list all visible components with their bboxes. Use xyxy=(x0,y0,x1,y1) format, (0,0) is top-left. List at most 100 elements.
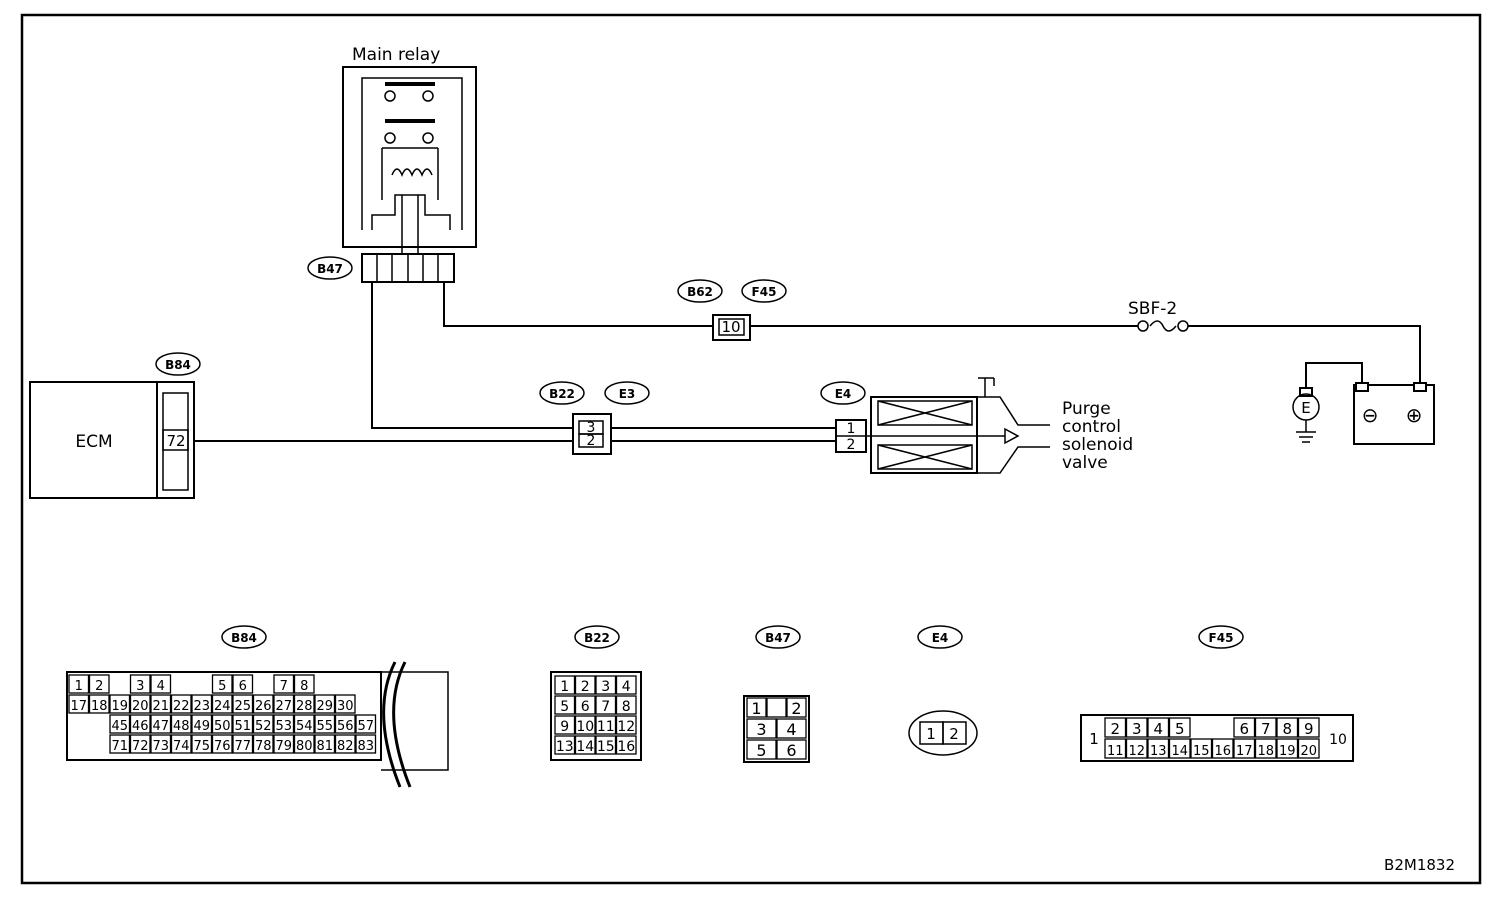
b22-pin: 6 xyxy=(581,699,590,715)
b22-pin-box xyxy=(615,735,637,755)
b84-pin-box xyxy=(129,694,151,714)
relay-inner-frame xyxy=(361,77,463,230)
b84-pin: 76 xyxy=(214,739,231,754)
b84-pin-box xyxy=(314,734,336,754)
b22-pin-top: 3 xyxy=(587,420,596,436)
b84-pin: 48 xyxy=(173,719,190,734)
b84-pin: 4 xyxy=(157,679,165,694)
f45-pin-box xyxy=(1147,717,1170,738)
f45-pin: 11 xyxy=(1107,744,1124,759)
b84-pin-box xyxy=(191,734,213,754)
b84-pin-box xyxy=(191,694,213,714)
b84-pin-box xyxy=(273,714,295,734)
f45-pin: 13 xyxy=(1150,744,1167,759)
wire-relay-b22 xyxy=(371,282,580,429)
b47-tag-oval xyxy=(307,256,353,280)
e4-housing xyxy=(908,710,978,756)
b84-pin-box xyxy=(88,674,110,694)
b84-pin-box xyxy=(211,674,233,694)
b22-pin-box xyxy=(615,695,637,715)
f45-pin: 15 xyxy=(1193,744,1210,759)
b22-view-tag: B22 xyxy=(584,631,610,645)
fuse-label: SBF-2 xyxy=(1128,299,1177,319)
b62-f45-pin: 10 xyxy=(721,318,740,336)
main-relay-label: Main relay xyxy=(352,45,440,65)
b84-pin-box xyxy=(211,714,233,734)
b84-pin: 55 xyxy=(316,719,333,734)
f45-pin-box xyxy=(1233,717,1256,738)
f45-pin: 17 xyxy=(1236,744,1253,759)
main-relay: Main relay B47 xyxy=(307,45,477,283)
b22-pin-box xyxy=(615,715,637,735)
b84-pin-box xyxy=(334,714,356,734)
battery-minus: ⊖ xyxy=(1362,403,1379,427)
battery-post-pos xyxy=(1413,382,1427,392)
b84-pin: 24 xyxy=(214,699,231,714)
b47-pin: 3 xyxy=(756,720,766,739)
battery-post-neg xyxy=(1355,382,1369,392)
b47-pin-box xyxy=(786,697,807,718)
b84-pin: 29 xyxy=(316,699,333,714)
b84-pin-box xyxy=(293,694,315,714)
b84-pin-box xyxy=(355,734,377,754)
b84-pin: 26 xyxy=(255,699,272,714)
b84-pin: 74 xyxy=(173,739,190,754)
b84-tag: B84 xyxy=(165,358,191,372)
b22-pin: 1 xyxy=(560,679,569,695)
b84-pin-box xyxy=(252,734,274,754)
ecm-pin: 72 xyxy=(166,432,185,450)
b84-pin: 27 xyxy=(275,699,292,714)
f45-pin-box xyxy=(1147,738,1170,759)
b62-tag-oval xyxy=(677,279,723,303)
b47-pin: 4 xyxy=(786,720,796,739)
b84-pin-box xyxy=(293,674,315,694)
b84-pin-box xyxy=(109,714,131,734)
b84-pin: 83 xyxy=(357,739,374,754)
b84-pin-box xyxy=(232,734,254,754)
relay-lead-frame xyxy=(371,194,451,230)
b47-pin: 2 xyxy=(791,699,801,718)
b84-pin: 23 xyxy=(193,699,210,714)
battery-plus: ⊕ xyxy=(1406,403,1423,427)
b84-pin: 50 xyxy=(214,719,231,734)
b47-pin-box xyxy=(776,718,807,739)
b84-pin-box xyxy=(232,694,254,714)
figure-code: B2M1832 xyxy=(1384,856,1455,874)
f45-pin-box xyxy=(1211,738,1234,759)
f45-pin-box xyxy=(1276,717,1299,738)
e4-pin-bottom: 2 xyxy=(847,437,856,453)
b22-pin-box xyxy=(554,695,576,715)
b84-pin-box xyxy=(129,734,151,754)
b22-pin-box xyxy=(574,675,596,695)
b84-pin: 8 xyxy=(300,679,308,694)
b22-tag: B22 xyxy=(549,387,575,401)
b84-pin-box xyxy=(129,714,151,734)
b22-pin-box xyxy=(574,735,596,755)
b84-pin-box xyxy=(170,694,192,714)
b84-pin: 73 xyxy=(152,739,169,754)
b84-pin: 6 xyxy=(239,679,247,694)
b84-pin-box xyxy=(314,694,336,714)
b22-pin-box xyxy=(595,695,617,715)
b22-pin: 2 xyxy=(581,679,590,695)
b84-pin-box xyxy=(273,734,295,754)
b62-f45-connector: B62 F45 10 xyxy=(677,279,787,341)
b22-pin-box xyxy=(595,675,617,695)
ground-lug xyxy=(1299,387,1313,397)
b47-pin-box xyxy=(746,697,767,718)
b84-pin: 7 xyxy=(280,679,288,694)
relay-contact-2a xyxy=(384,132,396,144)
b84-pin: 78 xyxy=(255,739,272,754)
b84-pin: 22 xyxy=(173,699,190,714)
b22-pin: 4 xyxy=(622,679,631,695)
wire-relay-b62 xyxy=(443,282,713,327)
b84-pin-box xyxy=(232,674,254,694)
battery-body xyxy=(1353,384,1435,445)
b22-pin: 13 xyxy=(556,739,574,755)
b84-pin: 28 xyxy=(296,699,313,714)
b62-tag: B62 xyxy=(687,285,713,299)
f45-pin: 16 xyxy=(1214,744,1231,759)
e4-view-pin-2: 2 xyxy=(949,725,959,743)
